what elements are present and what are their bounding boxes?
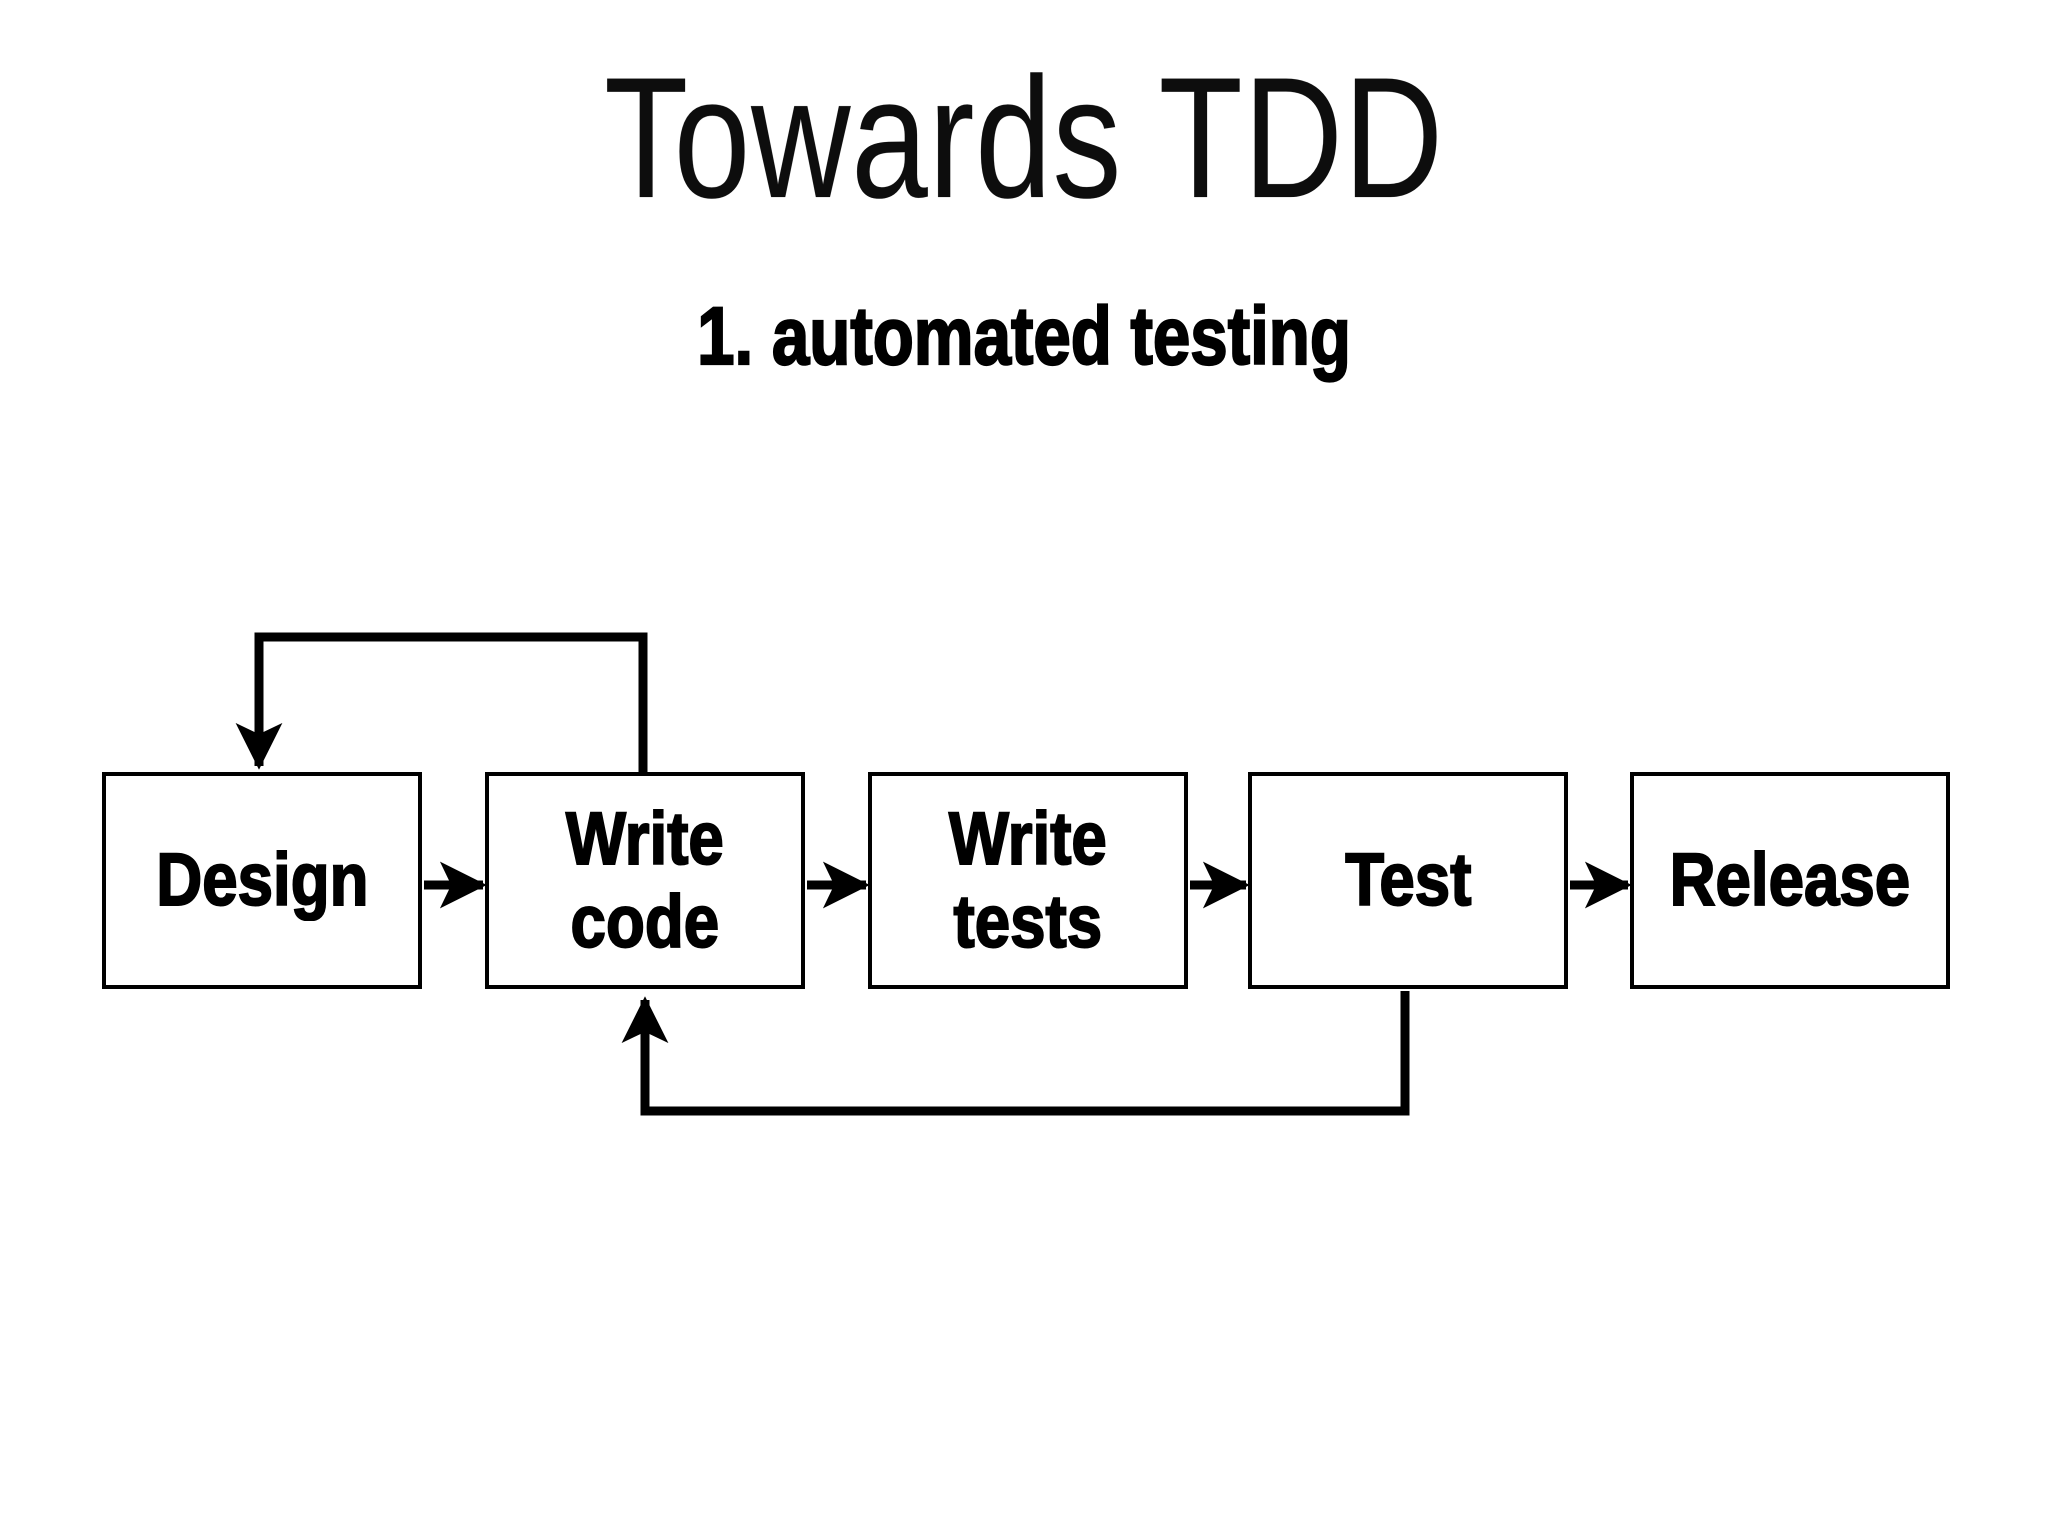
flowchart-node-design[interactable]: Design bbox=[102, 772, 422, 989]
flowchart-node-label: Test bbox=[1344, 837, 1472, 922]
slide-subtitle: 1. automated testing bbox=[696, 291, 1352, 382]
flowchart-node-write-code[interactable]: Write code bbox=[485, 772, 805, 989]
edge-feedback-test-to-write-code bbox=[621, 991, 1410, 1116]
flowchart-node-label: Write code bbox=[565, 796, 725, 964]
flowchart-node-write-tests[interactable]: Write tests bbox=[868, 772, 1188, 989]
flowchart-node-release[interactable]: Release bbox=[1630, 772, 1950, 989]
flowchart-node-test[interactable]: Test bbox=[1248, 772, 1568, 989]
flowchart-node-label: Write tests bbox=[948, 796, 1108, 964]
flowchart-node-label: Design bbox=[155, 837, 369, 922]
flowchart-node-label: Release bbox=[1669, 837, 1911, 922]
page-title: Towards TDD bbox=[604, 42, 1444, 234]
edge-feedback-write-code-to-design bbox=[235, 632, 648, 772]
